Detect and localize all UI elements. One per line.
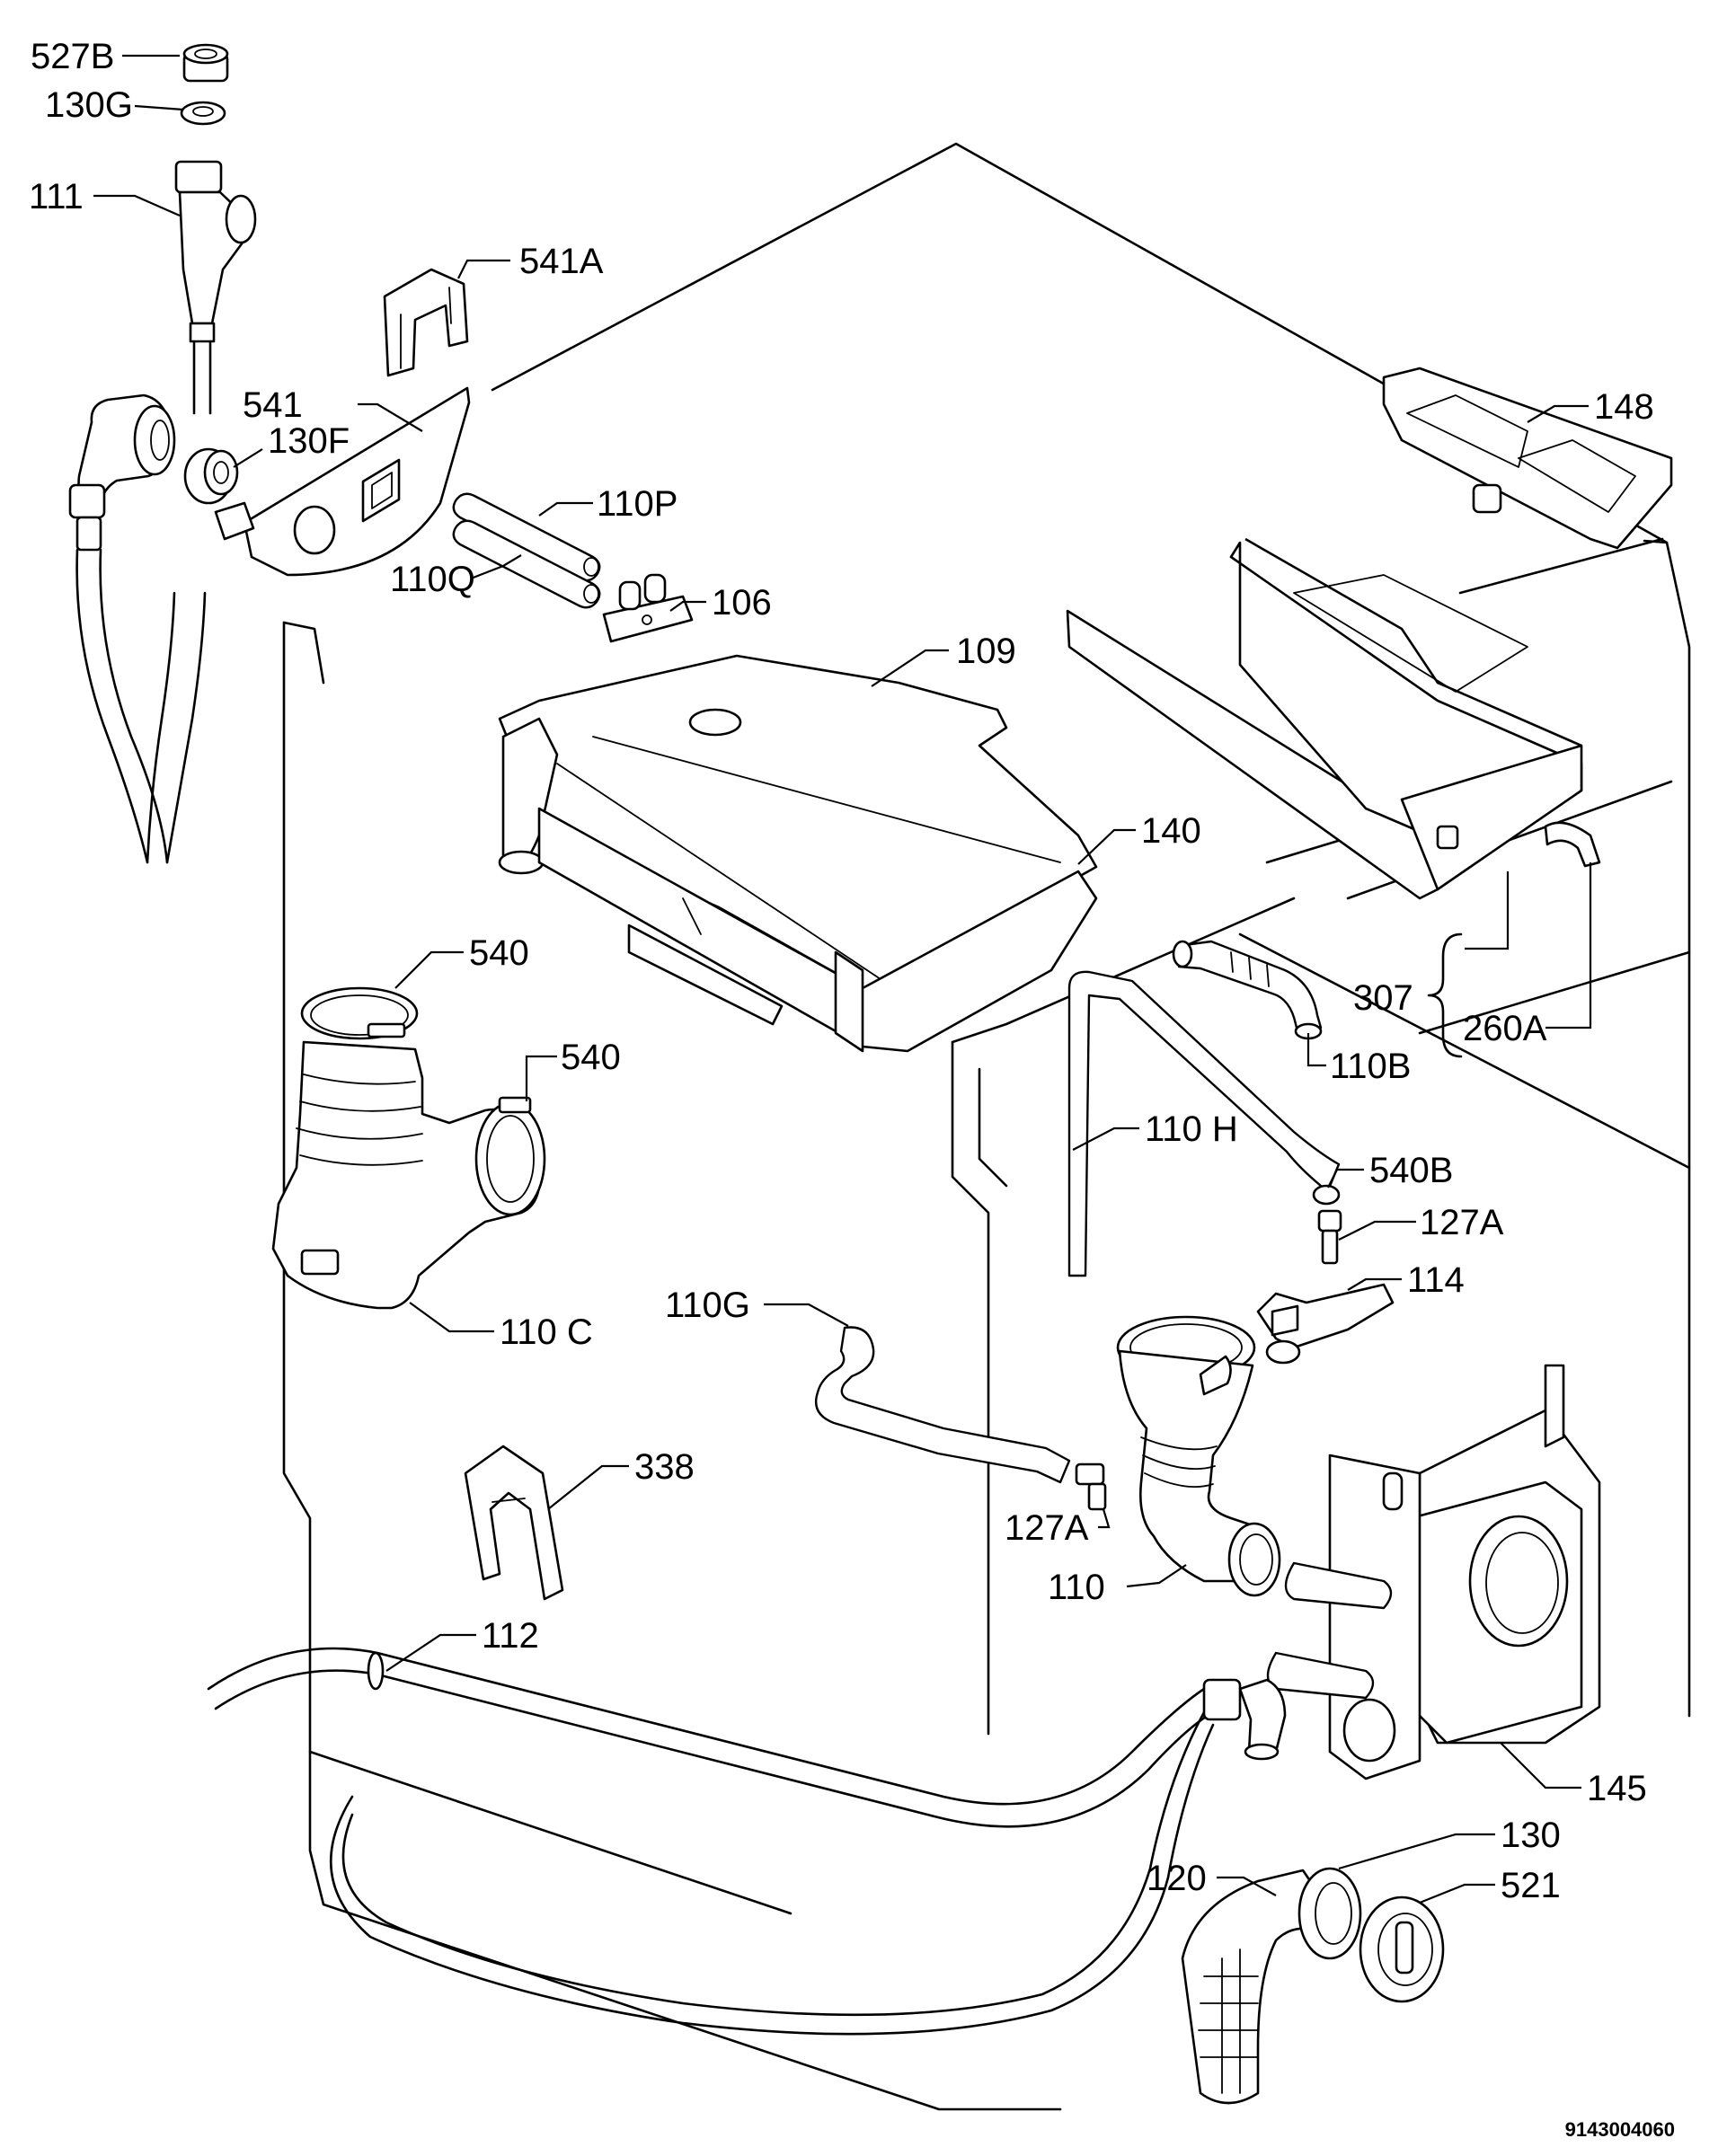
callout-541: 541 <box>243 385 303 425</box>
callout-521: 521 <box>1501 1866 1561 1905</box>
part-130-seal <box>1297 1867 1362 1960</box>
part-130g-washer <box>180 101 226 126</box>
callout-106: 106 <box>712 583 772 623</box>
callout-110h: 110 H <box>1145 1109 1238 1149</box>
part-521-cap <box>1359 1895 1445 2003</box>
part-540b-clamp <box>1312 1184 1341 1206</box>
part-114-bracket <box>1256 1283 1395 1365</box>
callout-110q: 110Q <box>390 560 475 599</box>
callout-120: 120 <box>1147 1859 1207 1898</box>
callout-140: 140 <box>1141 811 1201 851</box>
callout-127a-lower: 127A <box>1005 1508 1089 1548</box>
callout-130f: 130F <box>268 421 350 461</box>
callout-114: 114 <box>1407 1260 1465 1300</box>
part-110b-hose <box>1172 940 1323 1040</box>
part-110-sump-hose <box>1116 1315 1281 1597</box>
callout-540b: 540B <box>1369 1151 1453 1190</box>
part-112-drain-hose <box>207 1647 1287 2036</box>
callout-260a: 260A <box>1463 1009 1547 1048</box>
callout-307: 307 <box>1353 978 1413 1018</box>
callout-110c: 110 C <box>500 1312 593 1352</box>
callout-110: 110 <box>1048 1568 1105 1607</box>
part-338-clip <box>464 1445 564 1601</box>
part-111-inlet-hose <box>68 160 257 864</box>
part-145-pump <box>1266 1364 1601 1780</box>
callout-110p: 110P <box>597 484 678 524</box>
callout-540-side: 540 <box>561 1038 621 1077</box>
part-106-valve <box>602 573 694 643</box>
part-130f-filter <box>183 447 239 505</box>
callout-110g: 110G <box>665 1286 750 1325</box>
callout-111: 111 <box>29 177 84 216</box>
document-id: 9143004060 <box>1565 2118 1675 2141</box>
callout-540-upper: 540 <box>469 933 529 973</box>
part-110c-bellows-hose <box>271 1040 546 1310</box>
part-527b-nut <box>182 43 229 83</box>
callout-130: 130 <box>1501 1816 1561 1855</box>
part-307-drawer <box>1066 537 1583 900</box>
callout-112: 112 <box>482 1616 539 1656</box>
callout-148: 148 <box>1594 387 1654 427</box>
part-541-bracket <box>214 386 471 577</box>
part-148-handle <box>1382 367 1673 550</box>
part-260a-clip <box>1544 821 1601 868</box>
part-540-clamp <box>300 986 419 1040</box>
part-541a-clip <box>383 268 469 377</box>
callout-527b: 527B <box>31 37 114 76</box>
part-140-dispenser-tray <box>537 807 1098 1053</box>
part-110h-hose <box>1067 970 1341 1277</box>
part-127a-lower <box>1075 1462 1107 1511</box>
part-110g-hose <box>814 1326 1071 1484</box>
callout-145: 145 <box>1587 1769 1647 1808</box>
callout-110b: 110B <box>1330 1047 1411 1086</box>
callout-338: 338 <box>634 1447 695 1487</box>
callout-541a: 541A <box>519 242 604 281</box>
callout-109: 109 <box>956 632 1016 671</box>
callout-127a-upper: 127A <box>1420 1203 1504 1242</box>
leader-lines <box>93 54 1589 1904</box>
callout-130g: 130G <box>45 85 133 125</box>
part-110q-tube <box>452 519 601 609</box>
brace-307 <box>1427 862 1592 1058</box>
part-127a-upper <box>1317 1209 1342 1265</box>
part-109-dispenser-lid <box>498 654 1098 990</box>
part-120-filter <box>1181 1869 1328 2105</box>
callout-labels: 527B 130G 111 541A 541 130F 110P 110Q 10… <box>29 37 1654 1905</box>
